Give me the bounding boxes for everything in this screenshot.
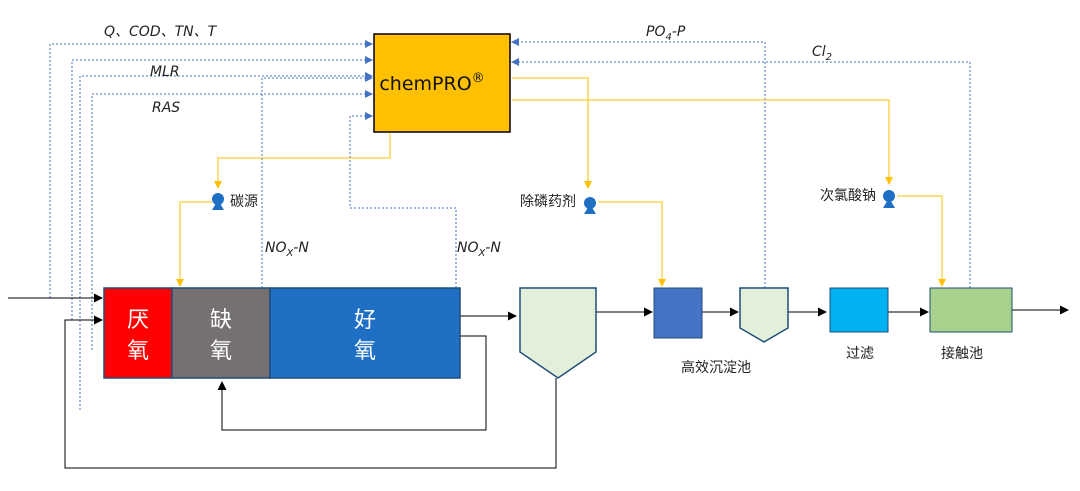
cl2-label: Cl2 xyxy=(812,44,832,63)
signal-influent-line xyxy=(49,40,373,298)
signal-nox-anoxic-line xyxy=(261,74,373,288)
dosing-hypo-feed xyxy=(897,195,946,287)
signal-nox-aerobic-line xyxy=(349,112,457,288)
nox-anoxic-label: NOX-N xyxy=(265,240,309,259)
dosing-phos-feed xyxy=(598,201,666,287)
bioreactor: 厌 氧 缺 氧 好 氧 xyxy=(103,287,461,379)
signal-cl2-line xyxy=(511,58,971,288)
signal-mlr-line xyxy=(71,56,373,320)
anoxic-label-1: 缺 xyxy=(210,308,232,333)
influent-signal-label: Q、COD、TN、T xyxy=(104,24,218,40)
pump-icon xyxy=(584,197,596,214)
signal-ras-line xyxy=(79,72,373,410)
hds-label: 高效沉淀池 xyxy=(681,359,751,376)
aerobic-label-1: 好 xyxy=(354,308,376,333)
secondary-clarifier xyxy=(519,287,597,379)
ras-label: RAS xyxy=(152,100,180,116)
dosing-carbon-feed xyxy=(176,201,212,287)
dosing-hypo-control xyxy=(512,99,893,185)
ras-return-line xyxy=(64,315,557,469)
anaerobic-label-2: 氧 xyxy=(127,339,149,364)
signal-return-line xyxy=(91,90,373,350)
hds-settler xyxy=(739,287,789,343)
registered-mark: ® xyxy=(472,71,485,86)
aerobic-zone xyxy=(269,287,461,379)
po4-label: PO4-P xyxy=(646,24,686,43)
contact-tank xyxy=(929,287,1013,333)
signal-po4-line xyxy=(511,38,766,288)
mlr-return-line xyxy=(217,335,487,431)
filter-unit xyxy=(829,287,889,333)
anaerobic-label-1: 厌 xyxy=(127,308,149,333)
dosing-phos-control xyxy=(512,77,592,189)
phosphorus-dosing-label: 除磷药剂 xyxy=(520,194,576,210)
pump-icon xyxy=(883,190,895,208)
carbon-dosing-label: 碳源 xyxy=(230,194,258,210)
anoxic-label-2: 氧 xyxy=(210,339,232,364)
filter-label: 过滤 xyxy=(846,346,874,362)
controller: chemPRO® xyxy=(373,33,511,133)
dosing-lines xyxy=(176,77,946,287)
process-lines xyxy=(8,293,1069,469)
controller-box xyxy=(373,33,511,133)
signal-lines xyxy=(49,38,971,410)
hds-mixer xyxy=(653,287,703,339)
dosing-carbon-control xyxy=(214,133,391,189)
controller-label: chemPRO® xyxy=(379,71,484,95)
aerobic-label-2: 氧 xyxy=(354,339,376,364)
hypochlorite-dosing-label: 次氯酸钠 xyxy=(820,188,876,204)
nox-aerobic-label: NOX-N xyxy=(457,240,501,259)
contact-label: 接触池 xyxy=(941,345,983,362)
pump-icon xyxy=(212,193,224,210)
anoxic-zone xyxy=(171,287,271,379)
mlr-label: MLR xyxy=(150,64,180,80)
anaerobic-zone xyxy=(103,287,173,379)
